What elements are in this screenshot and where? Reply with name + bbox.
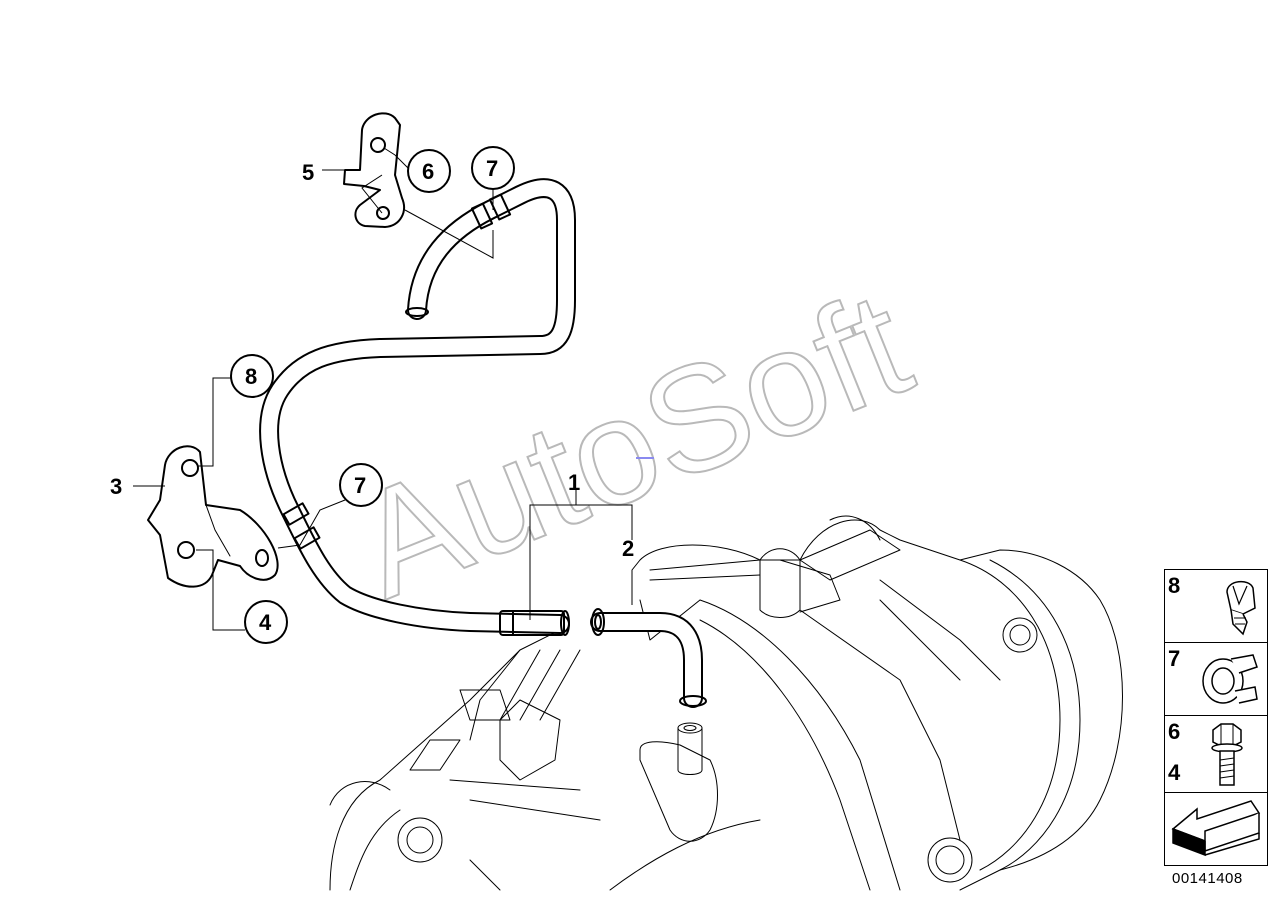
callout-7-upper: 7 xyxy=(471,146,515,190)
legend-item-arrow xyxy=(1164,792,1268,866)
callout-1: 1 xyxy=(568,470,580,495)
svg-text:6: 6 xyxy=(422,159,434,184)
bracket-part-3 xyxy=(147,445,279,588)
hose-clamp-icon xyxy=(1202,654,1258,704)
parts-legend: 8 7 6 4 xyxy=(1164,569,1268,866)
leader-lines xyxy=(133,147,641,631)
callout-8: 8 xyxy=(230,354,274,398)
callout-7-lower: 7 xyxy=(339,463,383,507)
callout-3: 3 xyxy=(110,474,122,499)
arrow-icon xyxy=(1171,800,1261,857)
legend-item-clip: 8 xyxy=(1164,569,1268,643)
callout-2: 2 xyxy=(622,536,634,561)
svg-text:2: 2 xyxy=(622,536,634,561)
legend-item-hose-clamp: 7 xyxy=(1164,642,1268,716)
clip-icon xyxy=(1226,580,1256,636)
engine-block xyxy=(329,515,1123,891)
callout-4: 4 xyxy=(244,600,288,644)
svg-text:7: 7 xyxy=(486,156,498,181)
hose-part-1 xyxy=(259,178,576,636)
legend-number: 6 xyxy=(1168,719,1181,744)
bracket-part-5 xyxy=(343,112,405,228)
svg-text:4: 4 xyxy=(259,610,272,635)
callout-5: 5 xyxy=(302,160,314,185)
svg-text:8: 8 xyxy=(245,364,257,389)
callout-6: 6 xyxy=(407,149,451,193)
svg-text:7: 7 xyxy=(354,473,366,498)
legend-item-bolt: 6 4 xyxy=(1164,715,1268,793)
svg-text:5: 5 xyxy=(302,160,314,185)
catalog-number: 00141408 xyxy=(1172,870,1243,887)
svg-text:3: 3 xyxy=(110,474,122,499)
legend-number: 7 xyxy=(1168,646,1181,671)
legend-number: 4 xyxy=(1168,760,1181,785)
hex-bolt-icon xyxy=(1211,723,1243,786)
svg-text:1: 1 xyxy=(568,470,580,495)
hose-part-2 xyxy=(590,608,707,708)
legend-number: 8 xyxy=(1168,573,1181,598)
